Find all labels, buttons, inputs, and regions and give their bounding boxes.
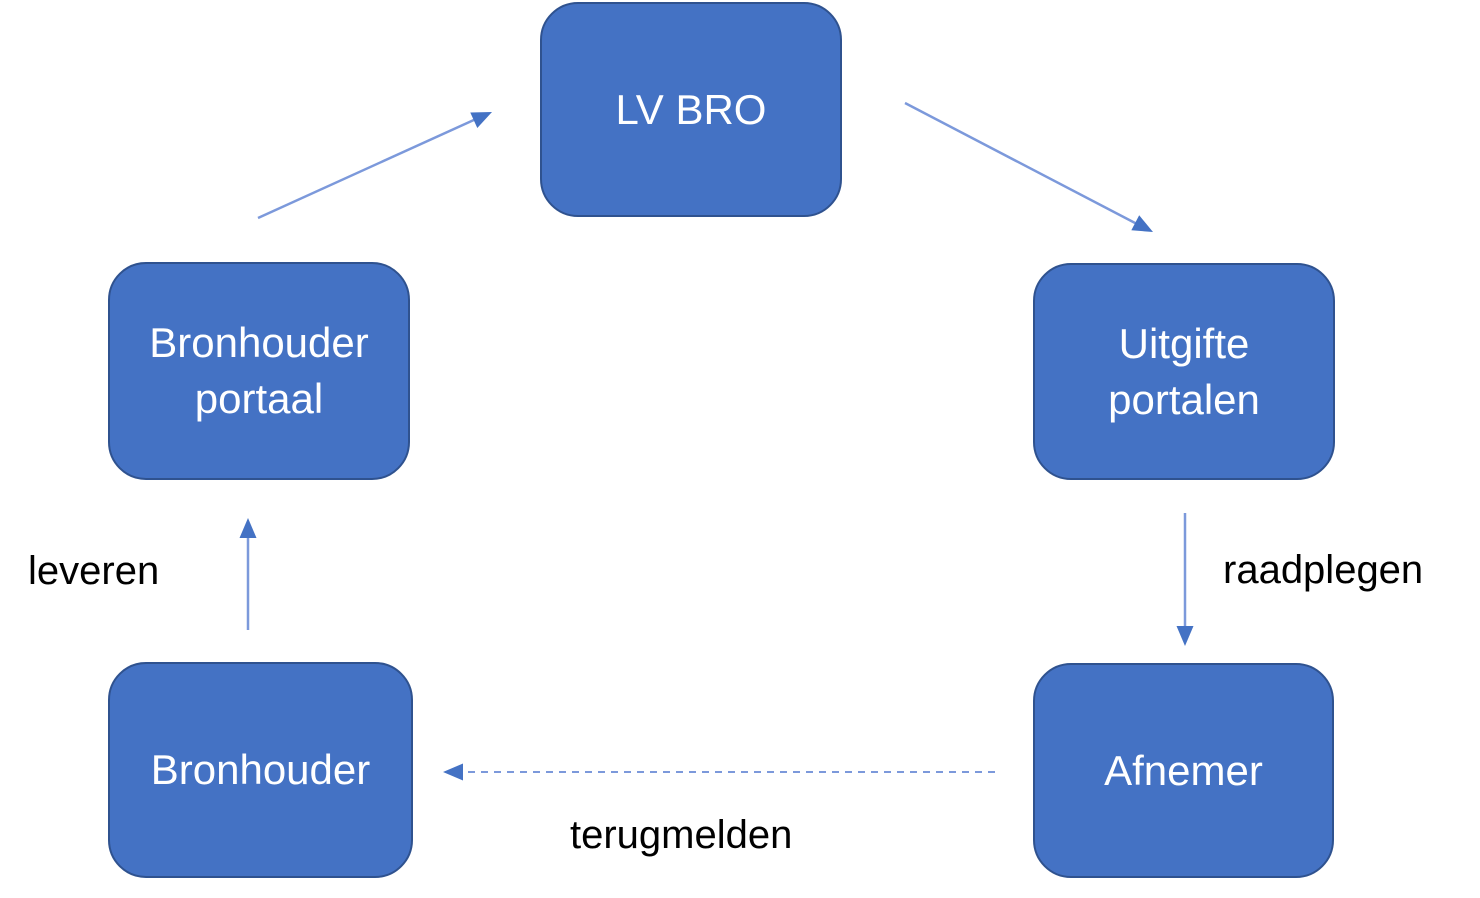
edge-label-terugmelden: terugmelden	[570, 813, 793, 857]
node-uitgifte-portalen: Uitgifte portalen	[1033, 263, 1335, 480]
node-bronhouder-label: Bronhouder	[150, 746, 371, 793]
node-lv-bro: LV BRO	[540, 2, 842, 217]
node-afnemer-label: Afnemer	[1104, 746, 1263, 794]
arrow-leveren	[239, 518, 257, 630]
edge-label-raadplegen: raadplegen	[1223, 548, 1424, 592]
node-bronhouder-portaal-line2: portaal	[194, 375, 324, 422]
node-lv-bro-label: LV BRO	[615, 85, 767, 133]
arrow-bronhouderportaal-to-lvbro	[257, 112, 492, 220]
arrow-terugmelden	[443, 763, 995, 781]
arrow-raadplegen	[1176, 513, 1194, 646]
arrow-lvbro-to-uitgifteportalen	[904, 101, 1153, 232]
node-uitgifte-portalen-line1: Uitgifte	[1118, 319, 1250, 367]
node-bronhouder-portaal: Bronhouder portaal	[108, 262, 410, 480]
node-uitgifte-portalen-line2: portalen	[1108, 375, 1260, 423]
edge-label-leveren: leveren	[28, 549, 160, 593]
node-bronhouder-portaal-line1: Bronhouder	[149, 319, 369, 366]
node-bronhouder: Bronhouder	[108, 662, 413, 878]
node-afnemer: Afnemer	[1033, 663, 1334, 878]
